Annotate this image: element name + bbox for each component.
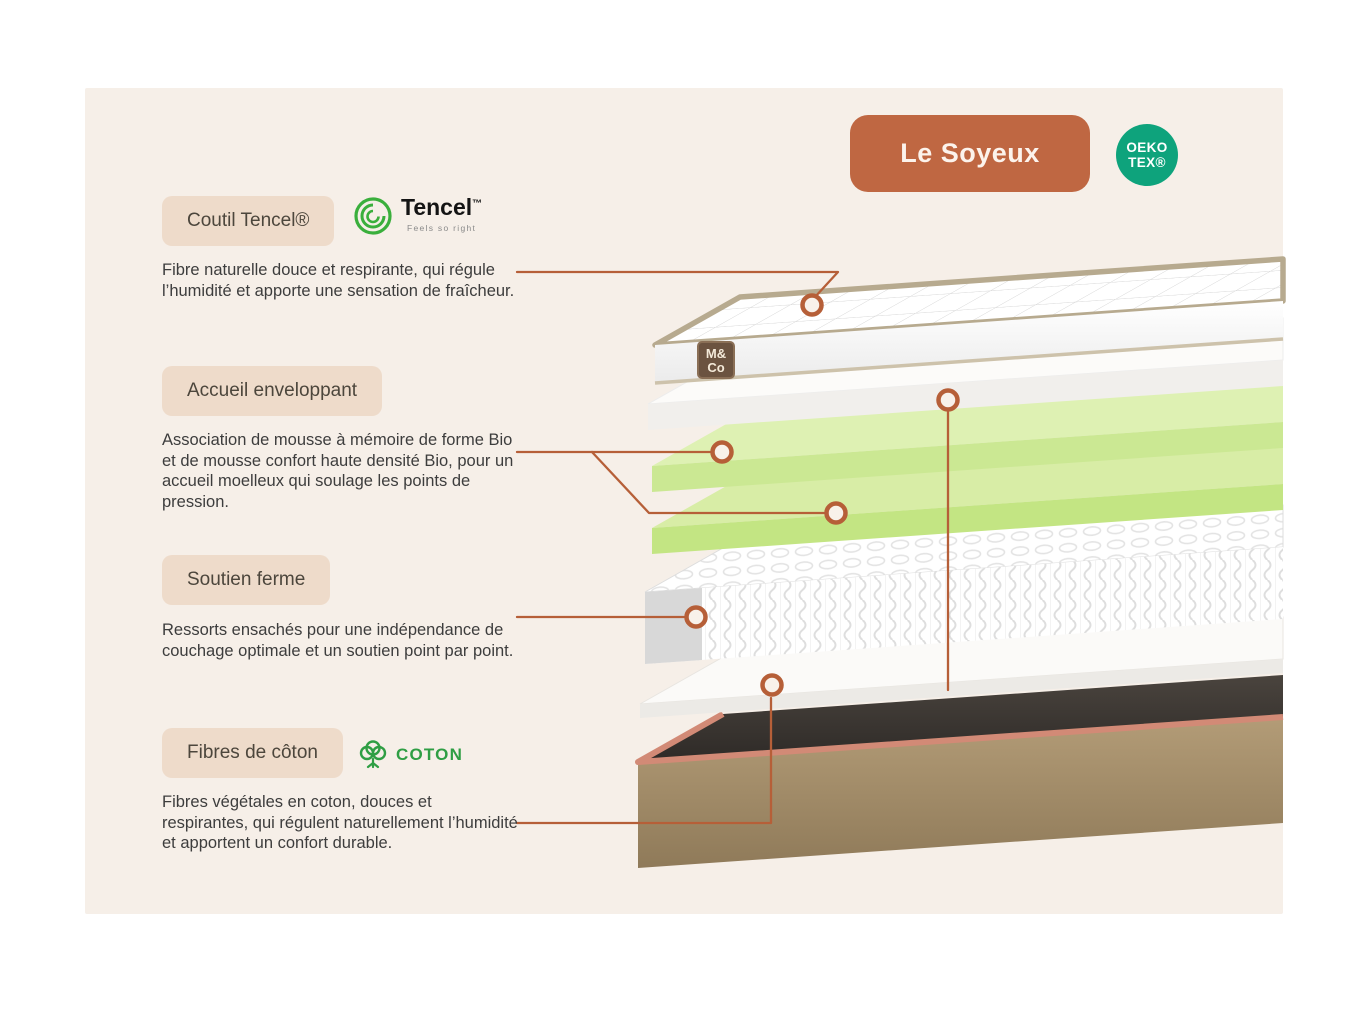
oeko-line2: TEX® <box>1128 155 1166 170</box>
coton-badge-text: COTON <box>396 745 464 764</box>
tencel-swirl-icon <box>354 197 392 235</box>
label-coutil-tencel: Coutil Tencel® <box>162 196 335 246</box>
label-soutien-ferme-text: Soutien ferme <box>187 569 306 590</box>
product-title: Le Soyeux <box>900 138 1040 168</box>
tencel-brand-name: Tencel <box>401 194 473 220</box>
label-fibres-coton: Fibres de côton <box>162 728 343 778</box>
label-accueil-enveloppant-text: Accueil enveloppant <box>187 380 358 401</box>
tencel-trademark: ™ <box>472 198 483 210</box>
label-accueil-enveloppant: Accueil enveloppant <box>162 366 383 416</box>
description-accueil: Association de mousse à mémoire de forme… <box>162 431 514 511</box>
coton-badge: COTON <box>356 739 463 771</box>
description-fibres: Fibres végétales en coton, douces et res… <box>162 793 518 853</box>
oeko-line1: OEKO <box>1126 139 1168 155</box>
description-soutien: Ressorts ensachés pour une indépendance … <box>162 621 514 660</box>
tencel-tagline: Feels so right <box>406 223 477 234</box>
product-title-badge: Le Soyeux <box>850 115 1090 192</box>
cotton-flower-icon <box>359 740 387 769</box>
description-coutil: Fibre naturelle douce et respirante, qui… <box>162 261 515 300</box>
label-fibres-coton-text: Fibres de côton <box>187 742 318 763</box>
oeko-tex-badge: OEKO TEX® <box>1116 124 1178 186</box>
tencel-logo: Tencel™ Feels so right <box>352 195 482 237</box>
label-coutil-tencel-text: Coutil Tencel® <box>187 210 310 231</box>
label-soutien-ferme: Soutien ferme <box>162 555 331 605</box>
